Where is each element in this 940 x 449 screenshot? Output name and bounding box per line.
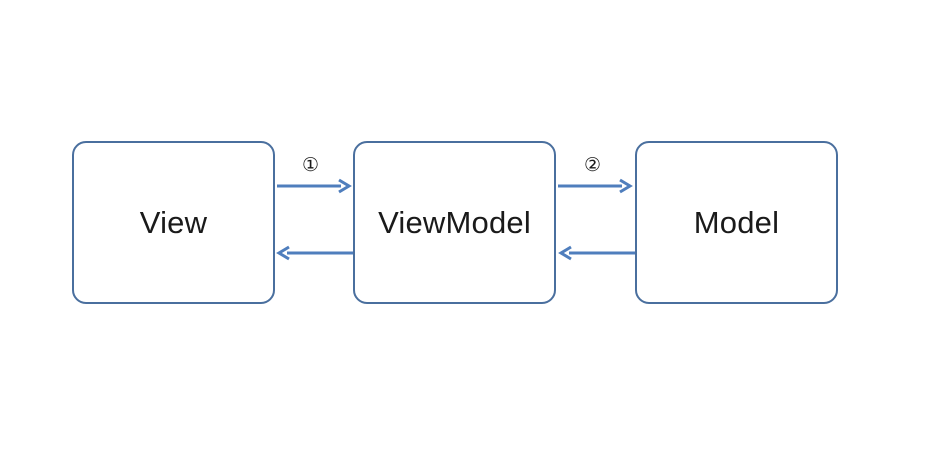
arrow-view-to-viewmodel bbox=[277, 178, 352, 194]
arrow-model-to-viewmodel bbox=[558, 245, 635, 261]
step-2-label: ② bbox=[584, 154, 602, 176]
model-label: Model bbox=[693, 204, 780, 240]
viewmodel-box: ViewModel bbox=[353, 141, 556, 304]
view-label: View bbox=[139, 204, 208, 240]
model-box: Model bbox=[635, 141, 838, 304]
viewmodel-label: ViewModel bbox=[378, 204, 531, 240]
view-box: View bbox=[72, 141, 275, 304]
step-1-label: ① bbox=[302, 154, 320, 176]
arrow-viewmodel-to-model bbox=[558, 178, 633, 194]
arrow-viewmodel-to-view bbox=[276, 245, 353, 261]
